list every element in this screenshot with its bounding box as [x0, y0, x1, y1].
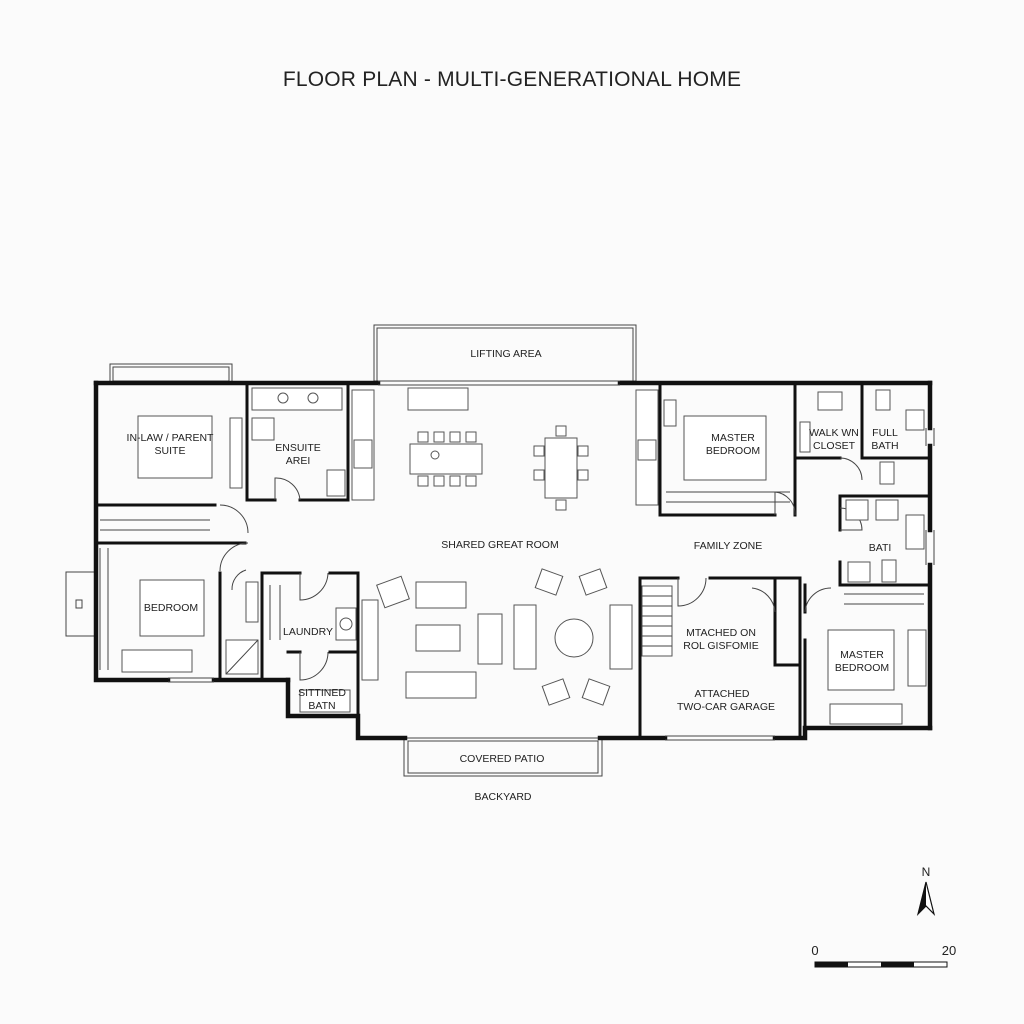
north-arrow: N	[916, 865, 936, 916]
label-garage-line2: TWO-CAR GARAGE	[677, 701, 775, 713]
label-bath: BATI	[869, 542, 892, 554]
north-label: N	[922, 865, 931, 879]
label-master-bedroom-bottom-line1: MASTER	[840, 649, 884, 661]
label-master-bedroom-top-line2: BEDROOM	[706, 445, 760, 457]
stairs	[641, 585, 673, 657]
label-attached-home-line2: ROL GISFOMIE	[683, 640, 758, 652]
scale-bar: 0 20	[811, 943, 956, 968]
label-bedroom: BEDROOM	[144, 602, 198, 614]
label-attached-home-line1: MTACHED ON	[686, 627, 756, 639]
label-walk-in-closet-line2: CLOSET	[813, 440, 856, 452]
interior-walls	[94, 381, 932, 740]
label-ensuite-line1: ENSUITE	[275, 442, 321, 454]
label-master-bedroom-top-line1: MASTER	[711, 432, 755, 444]
doors	[219, 457, 863, 681]
label-laundry: LAUNDRY	[283, 626, 333, 638]
scale-end: 20	[942, 943, 956, 958]
label-full-bath-line2: BATH	[871, 440, 898, 452]
label-in-law-suite-line1: IN-LAW / PARENT	[127, 432, 215, 444]
plan-title: FLOOR PLAN - MULTI-GENERATIONAL HOME	[282, 68, 742, 91]
label-shared-great-room: SHARED GREAT ROOM	[441, 539, 558, 551]
covered-patio	[403, 737, 603, 777]
label-in-law-suite-line2: SUITE	[155, 445, 186, 457]
label-lifting-area: LIFTING AREA	[470, 348, 541, 360]
label-full-bath-line1: FULL	[872, 427, 898, 439]
label-sitting-bath-line1: SITTINED	[298, 687, 346, 699]
label-ensuite-line2: AREI	[286, 455, 311, 467]
label-master-bedroom-bottom-line2: BEDROOM	[835, 662, 889, 674]
scale-start: 0	[811, 943, 818, 958]
side-bump	[65, 571, 97, 637]
furniture	[99, 387, 927, 725]
label-covered-patio: COVERED PATIO	[460, 753, 545, 765]
label-walk-in-closet-line1: WALK WN	[809, 427, 859, 439]
label-backyard: BACKYARD	[475, 791, 532, 803]
label-family-zone: FAMILY ZONE	[694, 540, 762, 552]
label-garage-line1: ATTACHED	[694, 688, 749, 700]
label-sitting-bath-line2: BATN	[308, 700, 335, 712]
